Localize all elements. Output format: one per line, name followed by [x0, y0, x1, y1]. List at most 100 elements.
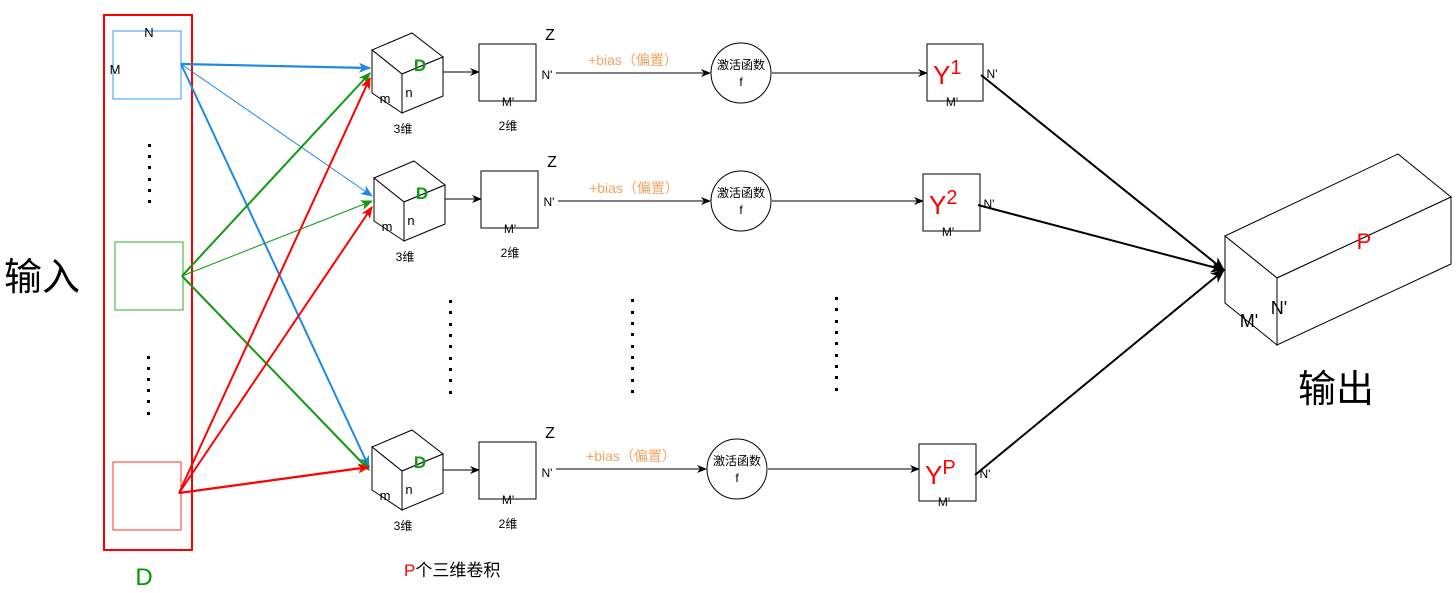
arrow-map1-kernelP	[180, 63, 370, 468]
output-m-label: M'	[1240, 311, 1258, 331]
z-label: Z	[545, 27, 555, 44]
output-depth-label: P	[1357, 229, 1372, 254]
z-m-label: M'	[504, 222, 516, 236]
output-label: 输出	[1298, 367, 1374, 411]
z-map	[478, 43, 537, 102]
activation-node	[710, 42, 772, 104]
kernel-depth-label: D	[414, 56, 426, 75]
y-n-label: N'	[987, 67, 998, 81]
ellipsis-kernels	[449, 300, 452, 394]
kernel-m-label: m	[380, 488, 391, 503]
z-n-label: N'	[544, 195, 555, 209]
kernel-caption: 3维	[394, 519, 413, 533]
input-connections	[178, 62, 373, 495]
kernel-count-label: P	[404, 561, 415, 580]
arrow-mapD-kernel2	[178, 206, 373, 494]
z-m-label: M'	[502, 493, 514, 507]
arrow-mapD-kernelP	[178, 463, 370, 495]
kernel-cube	[371, 429, 444, 511]
arrow-y1-output	[980, 74, 1225, 271]
y-label: Y2	[929, 187, 957, 220]
kernel-cube-right	[401, 56, 444, 114]
kernel-cube	[371, 32, 444, 114]
kernel-caption: 3维	[396, 250, 415, 264]
y-map	[926, 43, 984, 102]
output-n-label: N'	[1271, 298, 1287, 318]
z-n-label: N'	[542, 68, 553, 82]
y-m-label: M'	[946, 95, 958, 109]
kernel-m-label: m	[382, 219, 393, 234]
y-label-base: Y	[925, 460, 942, 490]
input-depth-label: D	[135, 564, 152, 591]
z-n-label: N'	[542, 466, 553, 480]
z-m-label: M'	[502, 95, 514, 109]
output-cuboid-side	[1224, 234, 1278, 347]
kernel-depth-label: D	[414, 453, 426, 472]
input-stack: N M D	[103, 14, 193, 591]
y-label: Y1	[933, 57, 961, 90]
z-label: Z	[545, 425, 555, 442]
input-map-2	[114, 241, 184, 311]
y-map	[918, 443, 977, 502]
input-ellipsis-2	[147, 356, 150, 415]
arrow-map2-kernel2	[181, 200, 373, 277]
activation-name: 激活函数	[717, 185, 765, 200]
activation-symbol: f	[739, 75, 743, 89]
output-cuboid	[1224, 153, 1452, 347]
kernel-depth-label: D	[416, 184, 428, 203]
arrow-yP-output	[974, 269, 1225, 476]
y-label-superscript: 1	[950, 57, 961, 79]
arrow-map1-kernel1	[180, 62, 371, 73]
input-label: 输入	[4, 255, 80, 299]
kernel-caption-text: 个三维卷积	[415, 561, 500, 580]
bias-label: +bias（偏置）	[586, 448, 676, 464]
y-label-superscript: P	[942, 457, 955, 479]
input-map-D	[112, 461, 182, 531]
bias-label: +bias（偏置）	[588, 52, 678, 68]
arrow-mapD-kernel1	[178, 77, 371, 494]
y-label: YP	[925, 457, 956, 490]
y-label-base: Y	[933, 60, 950, 90]
arrow-map2-kernel1	[181, 72, 371, 277]
y-label-superscript: 2	[946, 187, 957, 209]
activation-symbol: f	[739, 203, 743, 217]
kernel-n-label: n	[407, 213, 414, 228]
arrow-y2-output	[977, 204, 1225, 273]
z-map	[480, 170, 539, 229]
input-map-1	[112, 30, 182, 100]
input-stack-border	[103, 14, 193, 551]
activation-name: 激活函数	[713, 453, 761, 468]
activation-name: 激活函数	[717, 57, 765, 72]
kernel-cube-right	[401, 453, 444, 511]
activation-node	[710, 170, 772, 232]
kernel-cube-right	[403, 184, 446, 242]
y-m-label: M'	[942, 225, 954, 239]
input-ellipsis-1	[148, 144, 151, 203]
y-n-label: N'	[984, 197, 995, 211]
arrow-map1-kernel2	[180, 63, 373, 197]
y-map	[922, 173, 981, 232]
kernel-caption: P个三维卷积	[404, 561, 500, 580]
kernel-m-label: m	[380, 91, 391, 106]
z-caption: 2维	[499, 517, 518, 531]
arrow-map2-kernelP	[181, 275, 370, 471]
middle-ellipsis	[449, 297, 838, 394]
activation-node	[706, 438, 768, 500]
z-caption: 2维	[501, 246, 520, 260]
y-label-base: Y	[929, 190, 946, 220]
z-caption: 2维	[499, 119, 518, 133]
input-height-label: M	[110, 62, 121, 77]
kernel-caption: 3维	[394, 122, 413, 136]
kernel-n-label: n	[405, 482, 412, 497]
bias-label: +bias（偏置）	[589, 180, 679, 196]
z-label: Z	[547, 154, 557, 171]
input-width-label: N	[144, 25, 153, 40]
kernel-n-label: n	[405, 85, 412, 100]
y-m-label: M'	[938, 495, 950, 509]
kernel-cube	[373, 160, 446, 242]
output-connections	[974, 74, 1225, 476]
